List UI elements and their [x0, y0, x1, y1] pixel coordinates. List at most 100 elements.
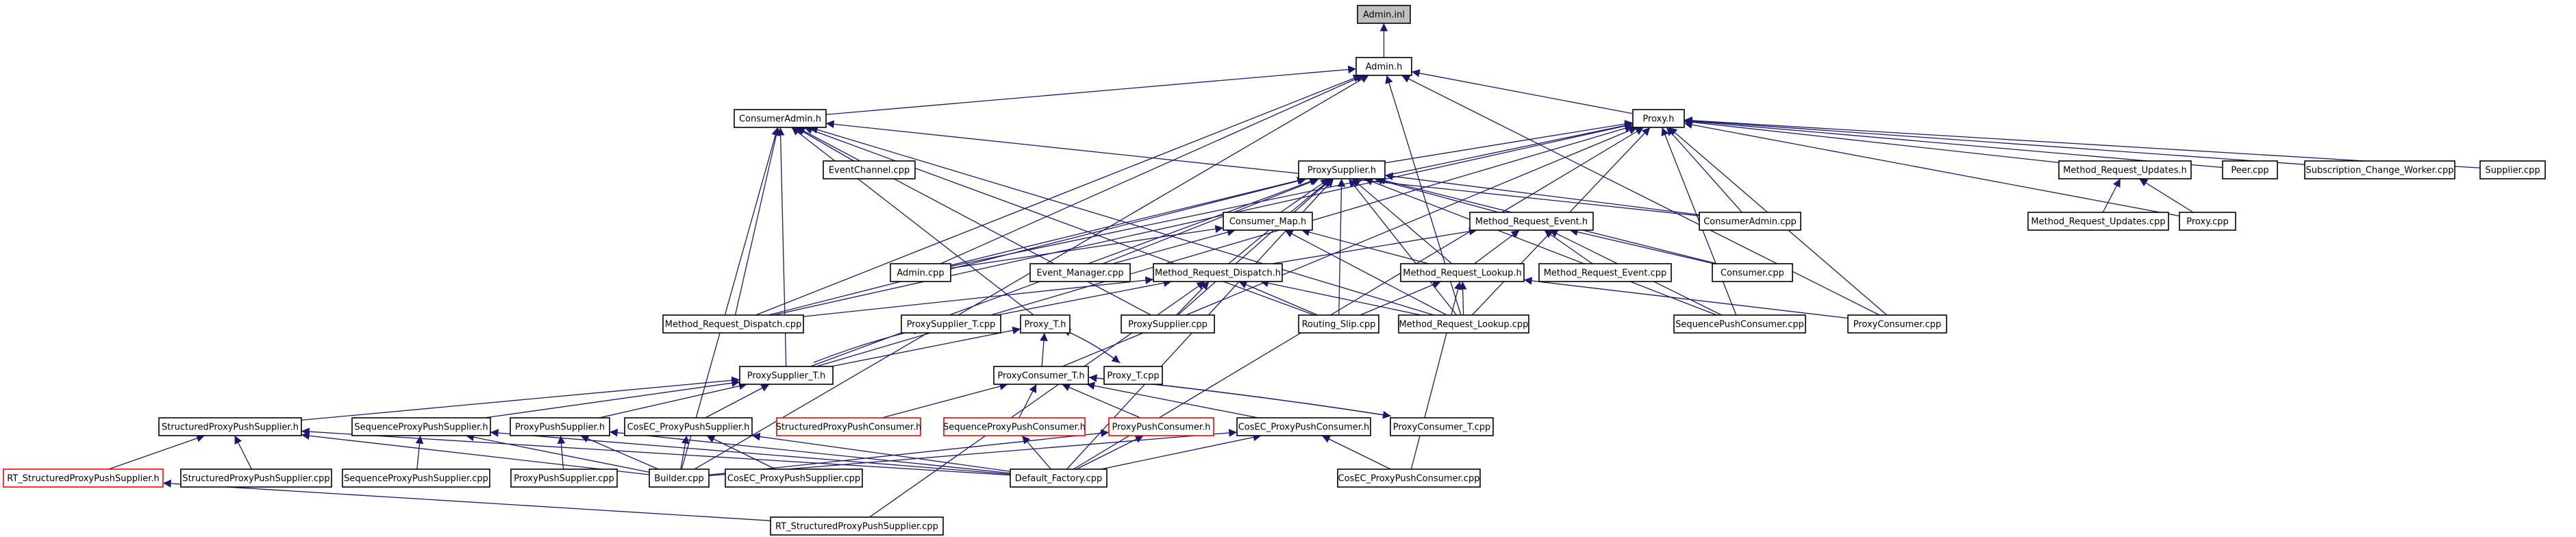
- node-proxy-t-cpp[interactable]: Proxy_T.cpp: [1103, 366, 1163, 385]
- node-peer-cpp[interactable]: Peer.cpp: [2222, 160, 2278, 179]
- include-edge-method_request_dispatch_cpp-to-method_request_dispatch_h: [803, 276, 1154, 317]
- node-label: Method_Request_Dispatch.h: [1155, 268, 1281, 279]
- node-proxysupplier-t-cpp[interactable]: ProxySupplier_T.cpp: [901, 314, 1001, 334]
- node-sequenceproxypushsupplier-cpp[interactable]: SequenceProxyPushSupplier.cpp: [342, 469, 490, 488]
- node-eventchannel-cpp[interactable]: EventChannel.cpp: [823, 160, 916, 179]
- node-method-request-dispatch-cpp[interactable]: Method_Request_Dispatch.cpp: [662, 314, 804, 334]
- include-edge-proxysupplier_t_cpp-to-method_request_dispatch_h: [997, 279, 1172, 316]
- node-label: ConsumerAdmin.cpp: [1703, 217, 1797, 227]
- node-proxyconsumer-cpp[interactable]: ProxyConsumer.cpp: [1847, 314, 1947, 334]
- node-structuredproxypushsupplier-cpp[interactable]: StructuredProxyPushSupplier.cpp: [180, 469, 332, 488]
- node-label: Builder.cpp: [654, 474, 704, 484]
- node-proxysupplier-t-h[interactable]: ProxySupplier_T.h: [739, 366, 834, 385]
- node-proxypushsupplier-h[interactable]: ProxyPushSupplier.h: [510, 417, 610, 436]
- include-edge-proxyconsumer_cpp-to-admin_h: [1401, 75, 1880, 316]
- node-method-request-lookup-h[interactable]: Method_Request_Lookup.h: [1400, 263, 1525, 282]
- node-proxy-t-h[interactable]: Proxy_T.h: [1020, 314, 1071, 334]
- node-box: [2027, 212, 2169, 231]
- include-edge-method_request_event_h-to-proxysupplier_h: [1374, 177, 1499, 213]
- node-admin-h[interactable]: Admin.h: [1355, 57, 1412, 76]
- node-proxyconsumer-t-cpp[interactable]: ProxyConsumer_T.cpp: [1390, 417, 1494, 436]
- include-edge-proxysupplier_h-to-proxy_h: [1384, 120, 1634, 164]
- node-label: Proxy_T.h: [1025, 320, 1066, 330]
- node-routing-slip-cpp[interactable]: Routing_Slip.cpp: [1298, 314, 1379, 334]
- include-edge-proxy_cpp-to-proxy_h: [1684, 121, 2180, 216]
- node-box: [739, 366, 834, 385]
- node-subscription-change-worker-cpp[interactable]: Subscription_Change_Worker.cpp: [2304, 160, 2455, 179]
- node-admin-cpp[interactable]: Admin.cpp: [890, 263, 951, 282]
- node-box: [624, 417, 753, 436]
- node-cosec-proxypushconsumer-cpp[interactable]: CosEC_ProxyPushConsumer.cpp: [1337, 469, 1481, 488]
- node-rt-structuredproxypushsupplier-h[interactable]: RT_StructuredProxyPushSupplier.h: [3, 469, 164, 488]
- node-proxysupplier-h[interactable]: ProxySupplier.h: [1298, 160, 1386, 179]
- node-box: [1029, 263, 1131, 282]
- node-supplier-cpp[interactable]: Supplier.cpp: [2479, 160, 2546, 179]
- node-label: SequenceProxyPushSupplier.cpp: [344, 474, 488, 484]
- include-edge-method_request_lookup_cpp-to-method_request_dispatch_h: [1260, 279, 1421, 316]
- include-edge-eventchannel_cpp-to-consumeradmin_h: [795, 127, 854, 162]
- node-label: CosEC_ProxyPushConsumer.h: [1238, 423, 1370, 433]
- include-edge-admin_cpp-to-proxy_h: [950, 121, 1634, 267]
- include-edge-method_request_lookup_h-to-method_request_event_h: [1474, 229, 1520, 264]
- node-box: [2304, 160, 2455, 179]
- node-rt-structuredproxypushsupplier-cpp[interactable]: RT_StructuredProxyPushSupplier.cpp: [770, 516, 944, 536]
- node-method-request-dispatch-h[interactable]: Method_Request_Dispatch.h: [1153, 263, 1283, 282]
- node-proxyconsumer-t-h[interactable]: ProxyConsumer_T.h: [993, 366, 1089, 385]
- node-box: [1298, 160, 1386, 179]
- include-edge-default_factory_cpp-to-proxy_h: [1073, 127, 1645, 470]
- node-label: ConsumerAdmin.h: [739, 114, 821, 125]
- node-label: ProxyPushSupplier.h: [515, 423, 605, 433]
- node-proxy-h[interactable]: Proxy.h: [1632, 109, 1685, 128]
- node-consumer-cpp[interactable]: Consumer.cpp: [1712, 263, 1793, 282]
- include-edge-method_request_dispatch_cpp-to-proxysupplier_h: [768, 177, 1307, 316]
- node-label: ProxyConsumer_T.h: [997, 371, 1084, 382]
- node-method-request-updates-h[interactable]: Method_Request_Updates.h: [2058, 160, 2192, 179]
- node-box: [1223, 212, 1313, 231]
- node-label: Proxy_T.cpp: [1107, 371, 1159, 382]
- node-label: Default_Factory.cpp: [1015, 474, 1102, 484]
- node-consumeradmin-cpp[interactable]: ConsumerAdmin.cpp: [1699, 212, 1801, 231]
- include-edge-proxysupplier_cpp-to-consumeradmin_h: [797, 127, 1151, 316]
- node-sequencepushconsumer-cpp[interactable]: SequencePushConsumer.cpp: [1673, 314, 1806, 334]
- node-proxypushconsumer-h[interactable]: ProxyPushConsumer.h: [1108, 417, 1214, 436]
- node-label: Method_Request_Event.cpp: [1544, 268, 1667, 279]
- node-proxypushsupplier-cpp[interactable]: ProxyPushSupplier.cpp: [510, 469, 618, 488]
- include-edge-proxyconsumer_t_h-to-proxy_t_h: [1040, 332, 1048, 367]
- node-label: Method_Request_Lookup.cpp: [1399, 320, 1529, 330]
- node-proxy-cpp[interactable]: Proxy.cpp: [2179, 212, 2236, 231]
- node-label: CosEC_ProxyPushSupplier.h: [627, 423, 750, 433]
- node-method-request-updates-cpp[interactable]: Method_Request_Updates.cpp: [2027, 212, 2169, 231]
- include-edge-consumeradmin_h-to-admin_h: [825, 65, 1357, 115]
- node-structuredproxypushconsumer-h[interactable]: StructuredProxyPushConsumer.h: [776, 417, 922, 436]
- node-label: ProxySupplier.h: [1308, 166, 1376, 176]
- node-box: [725, 469, 863, 488]
- include-edge-cosec_proxypushconsumer_h-to-proxyconsumer_t_h: [1086, 382, 1259, 419]
- node-builder-cpp[interactable]: Builder.cpp: [649, 469, 710, 488]
- node-consumer-map-h[interactable]: Consumer_Map.h: [1223, 212, 1313, 231]
- node-box: [1390, 417, 1494, 436]
- include-edge-proxypushsupplier_h-to-proxysupplier_t_h: [599, 382, 747, 419]
- node-box: [1673, 314, 1806, 334]
- node-event-manager-cpp[interactable]: Event_Manager.cpp: [1029, 263, 1131, 282]
- node-cosec-proxypushsupplier-cpp[interactable]: CosEC_ProxyPushSupplier.cpp: [725, 469, 863, 488]
- node-proxysupplier-cpp[interactable]: ProxySupplier.cpp: [1121, 314, 1215, 334]
- node-structuredproxypushsupplier-h[interactable]: StructuredProxyPushSupplier.h: [158, 417, 302, 436]
- node-sequenceproxypushconsumer-h[interactable]: SequenceProxyPushConsumer.h: [943, 417, 1086, 436]
- node-method-request-lookup-cpp[interactable]: Method_Request_Lookup.cpp: [1398, 314, 1529, 334]
- include-edge-default_factory_cpp-to-cosec_proxypushsupplier_h: [751, 432, 1011, 472]
- node-box: [510, 469, 618, 488]
- node-method-request-event-h[interactable]: Method_Request_Event.h: [1469, 212, 1594, 231]
- node-sequenceproxypushsupplier-h[interactable]: SequenceProxyPushSupplier.h: [351, 417, 491, 436]
- node-box: [890, 263, 951, 282]
- node-method-request-event-cpp[interactable]: Method_Request_Event.cpp: [1538, 263, 1672, 282]
- node-cosec-proxypushsupplier-h[interactable]: CosEC_ProxyPushSupplier.h: [624, 417, 753, 436]
- node-consumeradmin-h[interactable]: ConsumerAdmin.h: [734, 109, 827, 128]
- node-label: Method_Request_Updates.h: [2063, 166, 2187, 176]
- node-label: ProxyConsumer_T.cpp: [1393, 423, 1491, 433]
- include-edge-method_request_dispatch_cpp-to-consumeradmin_h: [734, 127, 781, 316]
- include-edge-proxypushconsumer_h-to-proxyconsumer_t_h: [1062, 384, 1141, 419]
- include-edge-method_request_updates_cpp-to-method_request_updates_h: [2102, 178, 2121, 213]
- include-edge-builder_cpp-to-cosec_proxypushsupplier_h: [680, 435, 690, 470]
- node-default-factory-cpp[interactable]: Default_Factory.cpp: [1010, 469, 1108, 488]
- node-cosec-proxypushconsumer-h[interactable]: CosEC_ProxyPushConsumer.h: [1236, 417, 1371, 436]
